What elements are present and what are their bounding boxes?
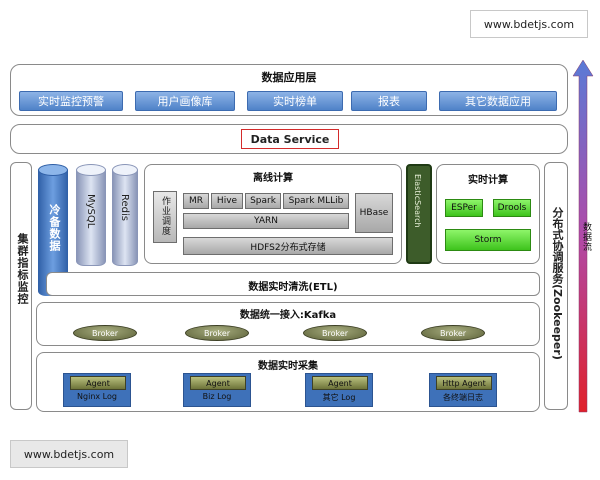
agent-nginx[interactable]: Agent Nginx Log (63, 373, 131, 407)
cold-backup-label: 冷备数据 (48, 204, 61, 252)
app-item-monitor[interactable]: 实时监控预警 (19, 91, 123, 111)
realtime-compute-title: 实时计算 (468, 175, 508, 186)
storm-box[interactable]: Storm (445, 229, 531, 251)
yarn-box[interactable]: YARN (183, 213, 349, 229)
zookeeper-panel: 分布式协调服务(Zookeeper) (544, 162, 568, 410)
agent-biz-sub: Biz Log (202, 392, 232, 401)
drools-box[interactable]: Drools (493, 199, 531, 217)
agent-biz-label: Agent (190, 376, 246, 390)
kafka-title: 数据统一接入:Kafka (239, 310, 337, 321)
agent-nginx-label: Agent (70, 376, 126, 390)
broker-1[interactable]: Broker (73, 325, 137, 341)
cluster-monitor-panel: 集群指标监控 (10, 162, 32, 410)
agent-nginx-sub: Nginx Log (77, 392, 117, 401)
watermark-bottom: www.bdetjs.com (10, 440, 128, 468)
agent-biz[interactable]: Agent Biz Log (183, 373, 251, 407)
kafka-panel: 数据统一接入:Kafka Broker Broker Broker Broker (36, 302, 540, 346)
data-service-panel: Data Service (10, 124, 568, 154)
app-item-ranking[interactable]: 实时榜单 (247, 91, 343, 111)
agent-other-sub: 其它 Log (322, 393, 356, 402)
esper-box[interactable]: ESPer (445, 199, 483, 217)
offline-compute-title: 离线计算 (253, 173, 293, 184)
realtime-compute-panel: 实时计算 ESPer Drools Storm (436, 164, 540, 264)
agent-other-label: Agent (312, 376, 368, 390)
elasticsearch-box[interactable]: ElasticSearch (406, 164, 432, 264)
redis-label: Redis (119, 194, 130, 221)
data-service-box[interactable]: Data Service (241, 129, 339, 149)
agent-http[interactable]: Http Agent 各终端日志 (429, 373, 497, 407)
app-item-profile[interactable]: 用户画像库 (135, 91, 235, 111)
app-item-report[interactable]: 报表 (351, 91, 427, 111)
broker-4[interactable]: Broker (421, 325, 485, 341)
app-item-other[interactable]: 其它数据应用 (439, 91, 557, 111)
data-flow-label: 数据流 (581, 222, 591, 252)
engine-hive[interactable]: Hive (211, 193, 243, 209)
elasticsearch-label: ElasticSearch (413, 174, 422, 228)
hdfs-box[interactable]: HDFS2分布式存储 (183, 237, 393, 255)
engine-spark-mllib[interactable]: Spark MLLib (283, 193, 349, 209)
app-layer-title: 数据应用层 (261, 71, 317, 84)
mysql-cylinder: MySQL (76, 164, 106, 266)
collect-panel: 数据实时采集 Agent Nginx Log Agent Biz Log Age… (36, 352, 540, 412)
etl-panel: 数据实时清洗(ETL) (46, 272, 540, 296)
cluster-monitor-label: 集群指标监控 (16, 233, 29, 305)
data-flow-arrow (572, 59, 594, 413)
redis-cylinder: Redis (112, 164, 138, 266)
watermark-top: www.bdetjs.com (470, 10, 588, 38)
engine-mr[interactable]: MR (183, 193, 209, 209)
agent-http-sub: 各终端日志 (443, 393, 483, 402)
agent-http-label: Http Agent (436, 376, 492, 390)
broker-3[interactable]: Broker (303, 325, 367, 341)
job-scheduler-box[interactable]: 作业调度 (153, 191, 177, 243)
job-scheduler-label: 作业调度 (160, 196, 170, 236)
app-layer-panel: 数据应用层 实时监控预警 用户画像库 实时榜单 报表 其它数据应用 (10, 64, 568, 116)
engine-spark[interactable]: Spark (245, 193, 281, 209)
etl-label: 数据实时清洗(ETL) (248, 282, 338, 293)
broker-2[interactable]: Broker (185, 325, 249, 341)
agent-other[interactable]: Agent 其它 Log (305, 373, 373, 407)
collect-title: 数据实时采集 (258, 361, 318, 372)
mysql-label: MySQL (85, 194, 96, 229)
zookeeper-label: 分布式协调服务(Zookeeper) (551, 207, 564, 360)
hbase-box[interactable]: HBase (355, 193, 393, 233)
offline-compute-panel: 离线计算 作业调度 MR Hive Spark Spark MLLib HBas… (144, 164, 402, 264)
